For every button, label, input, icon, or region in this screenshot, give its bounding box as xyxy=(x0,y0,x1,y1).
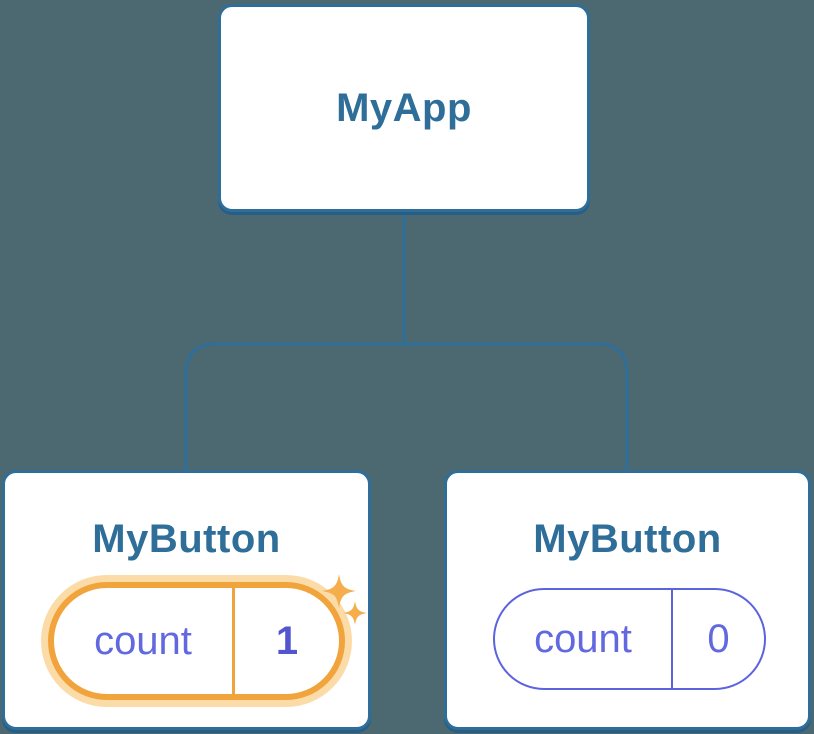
state-key-label: count xyxy=(534,616,632,661)
node-card-mybutton-right: MyButton count 0 xyxy=(444,470,811,730)
node-title-myapp: MyApp xyxy=(336,85,472,130)
pill-divider xyxy=(671,590,673,688)
node-title-mybutton-right: MyButton xyxy=(533,517,722,561)
state-key-label: count xyxy=(94,618,192,663)
node-card-mybutton-left: MyButton count 1 xyxy=(2,470,371,730)
state-value: 0 xyxy=(707,616,730,661)
sparkle-icon-large xyxy=(322,574,356,608)
state-pill-plain: count 0 xyxy=(493,588,766,690)
sparkle-icon-small xyxy=(343,601,367,625)
node-title-mybutton-left: MyButton xyxy=(92,517,281,561)
pill-divider xyxy=(232,588,235,694)
node-card-myapp: MyApp xyxy=(218,4,590,212)
state-value: 1 xyxy=(275,618,299,663)
state-pill-highlighted: count 1 xyxy=(48,582,345,700)
connector-branch xyxy=(184,342,629,471)
